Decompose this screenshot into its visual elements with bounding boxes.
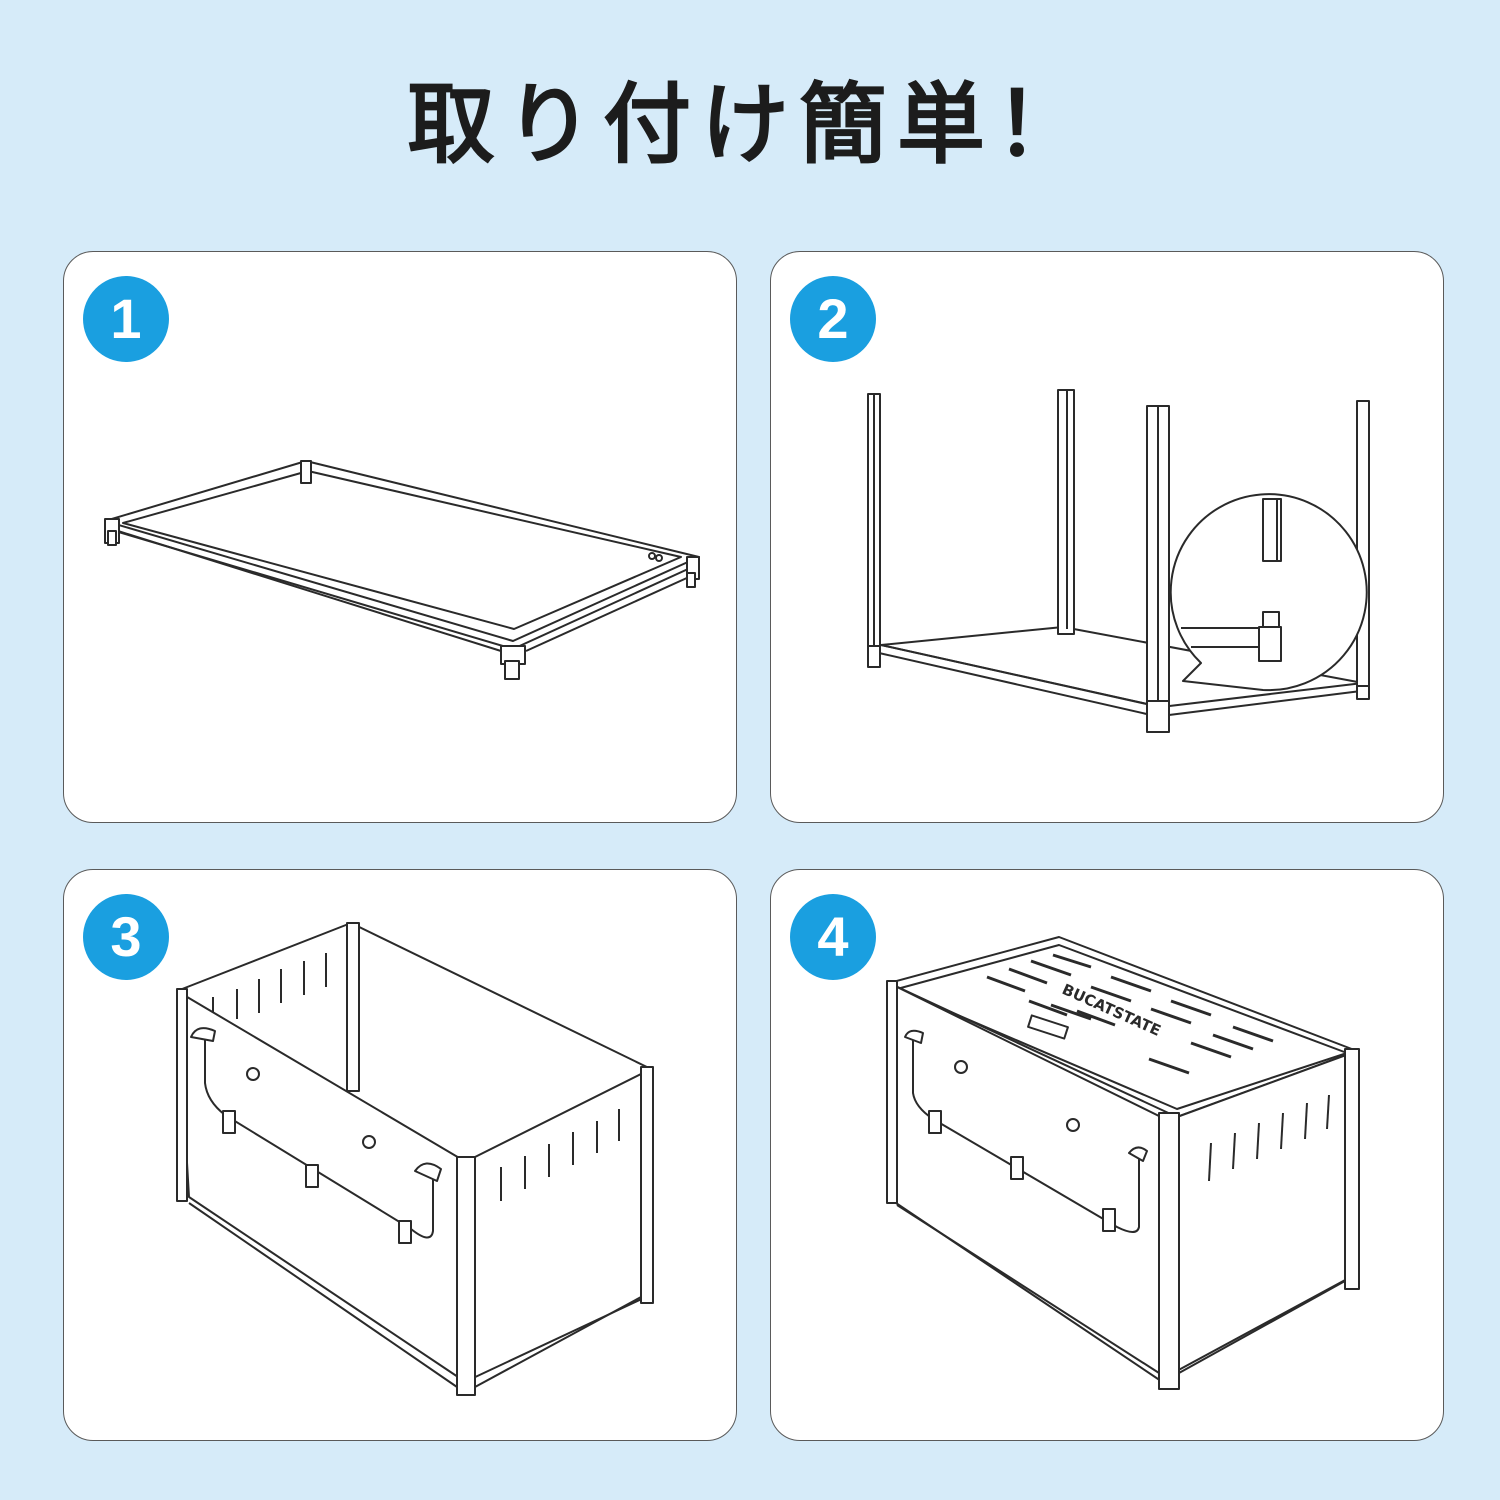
frame-with-posts-icon — [771, 252, 1443, 822]
step-card-2: 2 — [770, 251, 1444, 823]
open-box-panels-icon — [64, 870, 736, 1440]
step-card-4: 4 — [770, 869, 1444, 1441]
step-number-badge: 3 — [83, 894, 169, 980]
step-number-badge: 4 — [790, 894, 876, 980]
base-frame-icon — [64, 252, 736, 822]
step-number-badge: 2 — [790, 276, 876, 362]
page-title: 取り付け簡単！ — [406, 73, 1093, 176]
step-card-1: 1 — [63, 251, 737, 823]
step-card-3: 3 — [63, 869, 737, 1441]
assembled-crate-icon: BUCATSTATE — [771, 870, 1443, 1440]
step-number-badge: 1 — [83, 276, 169, 362]
